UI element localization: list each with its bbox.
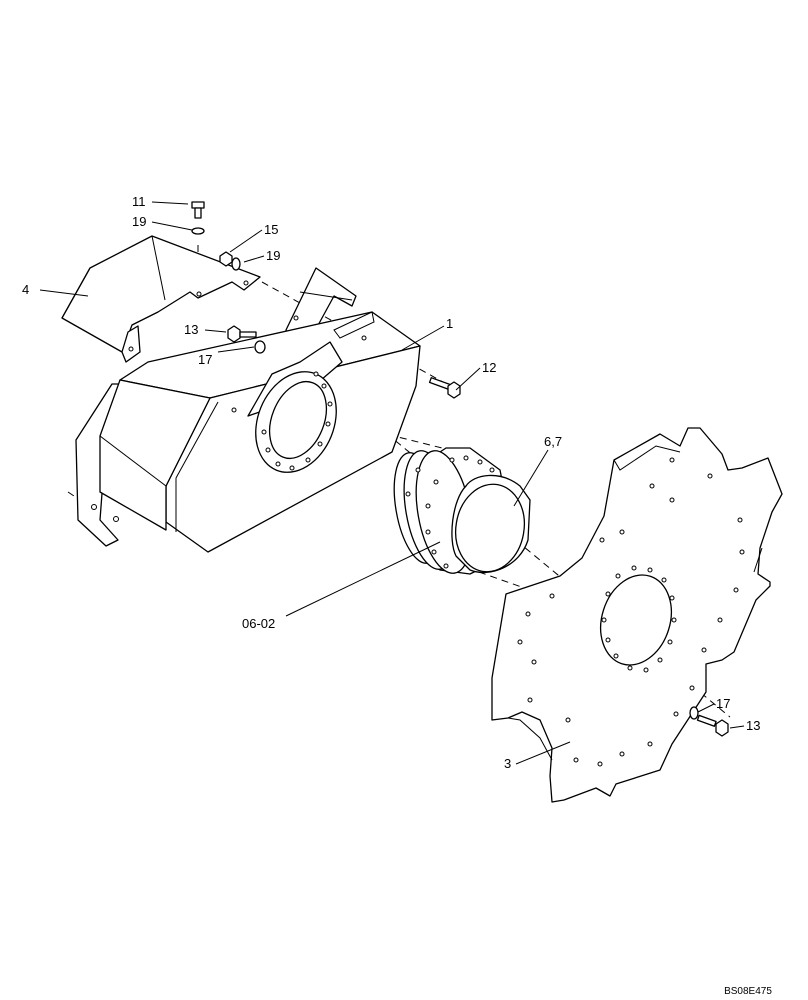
bolt-11-icon [191, 201, 205, 219]
callout-labels: 11 19 15 19 4 13 17 1 12 6,7 06-02 17 13… [22, 194, 760, 771]
leader-lines [39, 201, 745, 765]
washer-19-icon [191, 227, 205, 235]
callout-13: 13 [184, 322, 198, 337]
callout-17: 17 [198, 352, 212, 367]
callout-6-7: 6,7 [544, 434, 562, 449]
plate-bolt-circle [601, 565, 677, 673]
drawing-reference-code: BS08E475 [724, 986, 772, 997]
callout-06-02: 06-02 [242, 616, 275, 631]
callout-13: 13 [746, 718, 760, 733]
washer-17-icon [689, 706, 699, 720]
callout-15: 15 [264, 222, 278, 237]
callout-3: 3 [504, 756, 511, 771]
cover-plate-part-4 [61, 235, 261, 363]
callout-19: 19 [266, 248, 280, 263]
washer-17-icon [254, 340, 266, 354]
callout-19: 19 [132, 214, 146, 229]
callout-11: 11 [132, 194, 146, 209]
drive-plate-part-3 [491, 427, 783, 803]
hub-bolt-circle [405, 455, 495, 569]
nut-15-icon [219, 251, 233, 267]
bolt-13-icon [696, 714, 729, 737]
housing-bolt-circle [261, 371, 333, 471]
callout-4: 4 [22, 282, 29, 297]
callout-1: 1 [446, 316, 453, 331]
housing-part-1 [75, 267, 421, 553]
bolt-12-icon [428, 377, 461, 399]
hardware-fasteners [191, 201, 729, 737]
plate-outer-holes [517, 457, 745, 767]
callout-17: 17 [716, 696, 730, 711]
bolt-13-icon [227, 325, 257, 343]
gearbox-part-6-7 [393, 447, 531, 575]
washer-19-icon [231, 257, 241, 271]
callout-12: 12 [482, 360, 496, 375]
